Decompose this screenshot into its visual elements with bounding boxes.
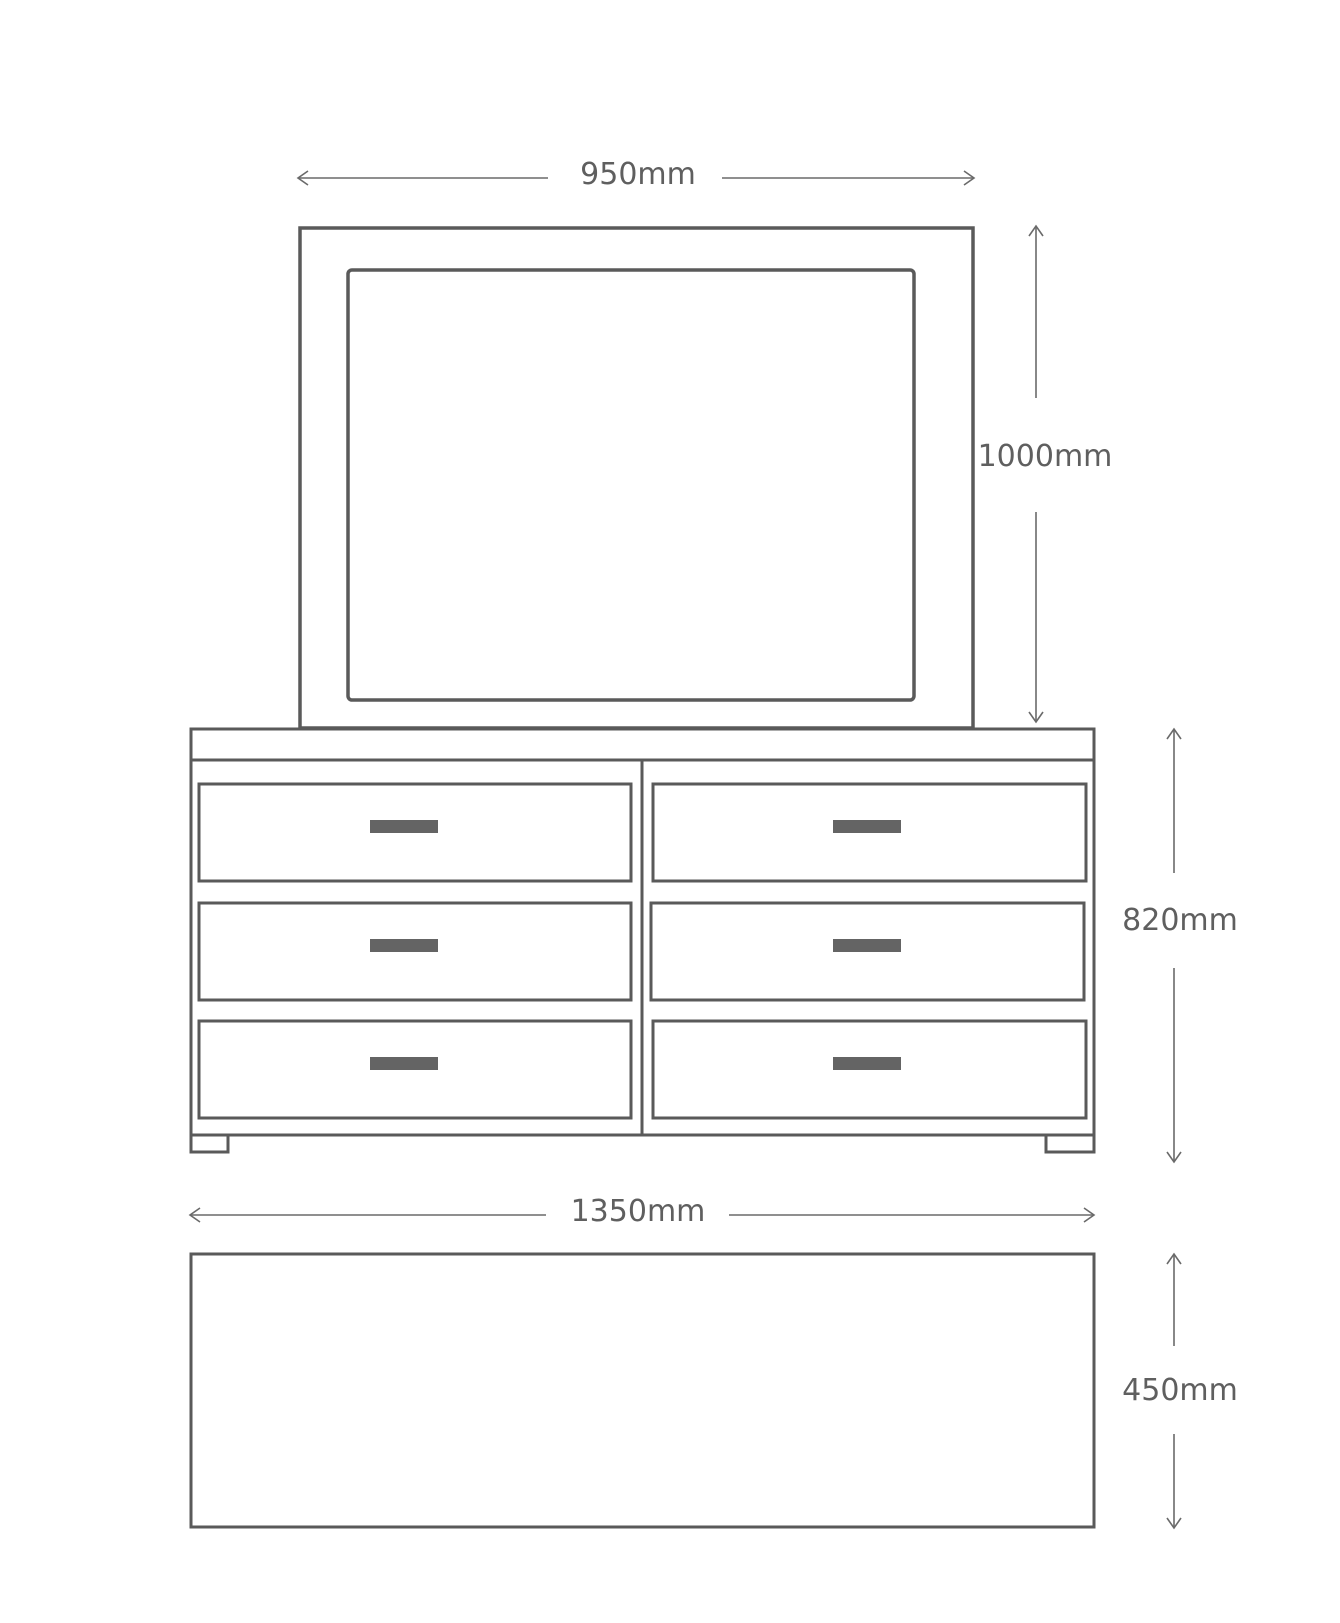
drawer-front xyxy=(197,1019,633,1120)
drawer-left-2 xyxy=(197,901,633,1002)
arrow-left-icon xyxy=(296,170,309,186)
drawer-left-1 xyxy=(197,782,633,883)
dresser-width-dimension: 1350mm xyxy=(188,1194,1096,1229)
drawer-right-2 xyxy=(649,901,1086,1002)
mirror-frame xyxy=(298,226,975,730)
dresser-leg-right xyxy=(1044,1133,1096,1154)
drawer-front xyxy=(197,782,633,883)
drawer-right-3 xyxy=(651,1019,1088,1120)
mirror-height-dimension: 1000mm xyxy=(978,224,1113,724)
arrow-down-icon xyxy=(1166,1151,1182,1164)
arrow-down-icon xyxy=(1166,1517,1182,1530)
drawer-handle xyxy=(370,1057,438,1070)
mirror-width-label: 950mm xyxy=(580,157,696,192)
drawer-handle xyxy=(833,1057,901,1070)
dresser-height-dimension: 820mm xyxy=(1122,727,1238,1164)
mirror xyxy=(298,226,975,730)
drawer-handle xyxy=(833,820,901,833)
dresser-depth-dimension: 450mm xyxy=(1122,1252,1238,1530)
arrow-right-icon xyxy=(1083,1207,1096,1223)
drawer-handle xyxy=(370,939,438,952)
drawer-front xyxy=(651,1019,1088,1120)
dresser-depth-label: 450mm xyxy=(1122,1373,1238,1408)
arrow-down-icon xyxy=(1028,711,1044,724)
mirror-width-dimension: 950mm xyxy=(296,157,976,192)
drawer-front xyxy=(651,782,1088,883)
drawer-handle xyxy=(833,939,901,952)
drawer-front xyxy=(649,901,1086,1002)
dresser-front-view xyxy=(189,727,1096,1154)
arrow-right-icon xyxy=(963,170,976,186)
dresser-top-view xyxy=(189,1252,1096,1529)
drawer-right-1 xyxy=(651,782,1088,883)
arrow-left-icon xyxy=(188,1207,201,1223)
dresser-width-label: 1350mm xyxy=(571,1194,706,1229)
arrow-up-icon xyxy=(1166,727,1182,740)
mirror-height-label: 1000mm xyxy=(978,439,1113,474)
drawer-left-3 xyxy=(197,1019,633,1120)
dresser-leg-left xyxy=(189,1133,230,1154)
arrow-up-icon xyxy=(1166,1252,1182,1265)
mirror-glass xyxy=(346,268,916,702)
drawer-handle xyxy=(370,820,438,833)
dresser-height-label: 820mm xyxy=(1122,903,1238,938)
arrow-up-icon xyxy=(1028,224,1044,237)
drawer-front xyxy=(197,901,633,1002)
